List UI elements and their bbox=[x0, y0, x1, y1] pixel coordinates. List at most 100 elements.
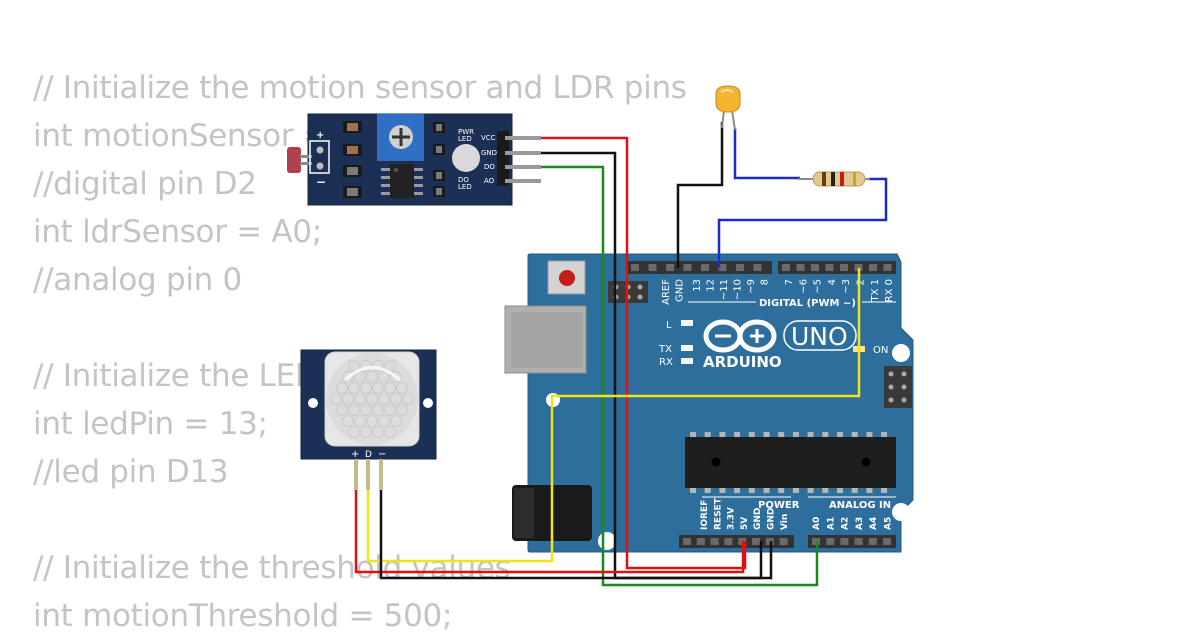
header-socket[interactable] bbox=[779, 538, 788, 545]
pin-label: A1 bbox=[826, 517, 836, 530]
header-socket[interactable] bbox=[883, 538, 891, 545]
pin-do-label: DO bbox=[484, 163, 495, 171]
header-socket[interactable] bbox=[666, 264, 674, 271]
mount-hole bbox=[892, 503, 910, 521]
do-led-label: LED bbox=[458, 183, 472, 191]
svg-text:+: + bbox=[316, 130, 324, 141]
led-rx bbox=[681, 358, 693, 364]
pir-pin-vcc-label: + bbox=[351, 449, 359, 460]
usb-port bbox=[504, 305, 587, 374]
pin-label: 2 bbox=[856, 279, 867, 285]
pin-label: ~5 bbox=[813, 279, 824, 294]
pin-label: 3.3V bbox=[727, 507, 737, 530]
pin-label: 12 bbox=[706, 279, 717, 292]
code-line: int ledPin = 13; bbox=[33, 406, 268, 442]
mount-hole bbox=[598, 532, 616, 550]
wire-pir-vcc-red bbox=[354, 487, 745, 574]
header-socket[interactable] bbox=[718, 264, 727, 271]
header-socket[interactable] bbox=[868, 538, 877, 545]
pin-label: 8 bbox=[760, 279, 771, 285]
header-socket[interactable] bbox=[683, 538, 691, 545]
pin-label: ~3 bbox=[841, 279, 852, 294]
comparator-chip bbox=[390, 164, 414, 198]
icsp-header-right bbox=[884, 366, 912, 408]
pwr-led-label: PWR bbox=[458, 128, 474, 136]
power-header bbox=[679, 535, 794, 548]
digital-header-left bbox=[627, 261, 772, 274]
led-l-label: L bbox=[666, 320, 672, 331]
pin-label: ~6 bbox=[798, 279, 809, 294]
ldr-sensor-module[interactable]: + − PWR LED DO LED bbox=[287, 113, 541, 206]
header-socket[interactable] bbox=[840, 264, 848, 271]
module-led bbox=[452, 144, 480, 172]
code-line: // Initialize the threshold values bbox=[33, 550, 511, 586]
led-tx bbox=[681, 345, 693, 351]
header-socket[interactable] bbox=[782, 264, 790, 271]
pin-label: RX 0 bbox=[884, 279, 895, 302]
power-label: POWER bbox=[758, 500, 800, 511]
mount-hole bbox=[892, 344, 910, 362]
header-socket[interactable] bbox=[710, 538, 719, 545]
header-socket[interactable] bbox=[631, 264, 639, 271]
pin-label: 4 bbox=[827, 279, 838, 285]
pwr-led-label: LED bbox=[458, 135, 472, 143]
pir-motion-sensor[interactable]: + D − bbox=[300, 349, 437, 490]
analog-header bbox=[808, 535, 896, 548]
header-socket[interactable] bbox=[883, 264, 892, 271]
reset-button[interactable] bbox=[547, 260, 586, 295]
header-socket[interactable] bbox=[753, 264, 762, 271]
brand-label: ARDUINO bbox=[703, 353, 782, 371]
pir-pin-gnd-label: − bbox=[378, 449, 386, 460]
pin-label: ~9 bbox=[746, 279, 757, 294]
code-line: int motionThreshold = 500; bbox=[33, 598, 453, 634]
header-socket[interactable] bbox=[724, 538, 733, 545]
header-socket[interactable] bbox=[825, 264, 834, 271]
resistor[interactable] bbox=[798, 171, 870, 187]
wire-pir-data-yellow bbox=[366, 268, 861, 563]
do-led-label: DO bbox=[458, 176, 469, 184]
header-socket[interactable] bbox=[854, 538, 863, 545]
pir-pin-data-label: D bbox=[365, 450, 372, 460]
header-socket[interactable] bbox=[840, 538, 849, 545]
digital-header-label: DIGITAL (PWM ~) bbox=[759, 298, 856, 309]
uno-badge bbox=[783, 320, 857, 351]
wire-led-anode-blue bbox=[733, 128, 800, 180]
header-socket[interactable] bbox=[736, 264, 744, 271]
photoresistor bbox=[287, 147, 301, 173]
pin-vcc-label: VCC bbox=[481, 134, 496, 142]
header-socket[interactable] bbox=[752, 538, 760, 545]
led-rx-label: RX bbox=[659, 357, 673, 368]
wire-ldr-vcc-red bbox=[541, 136, 747, 570]
header-socket[interactable] bbox=[826, 538, 835, 545]
code-line: // Initialize the motion sensor and LDR … bbox=[33, 70, 687, 106]
header-socket[interactable] bbox=[648, 264, 657, 271]
pin-label: IOREF bbox=[700, 500, 710, 530]
header-socket[interactable] bbox=[869, 264, 877, 271]
pin-label: ~10 bbox=[733, 279, 744, 300]
analog-label: ANALOG IN bbox=[829, 500, 891, 511]
potentiometer[interactable] bbox=[377, 114, 424, 161]
pin-label: A2 bbox=[841, 517, 851, 530]
pin-gnd-label: GND bbox=[481, 149, 497, 157]
pin-label: ~11 bbox=[719, 279, 730, 300]
header-socket[interactable] bbox=[683, 264, 692, 271]
pin-label: A3 bbox=[855, 517, 865, 530]
pin-ao-label: AO bbox=[484, 177, 495, 185]
wire-led-cathode-black bbox=[676, 122, 724, 268]
led-orange[interactable] bbox=[715, 85, 741, 131]
header-socket[interactable] bbox=[796, 264, 805, 271]
wire-pir-gnd-black bbox=[379, 487, 773, 580]
header-socket[interactable] bbox=[854, 264, 863, 271]
svg-text:−: − bbox=[316, 175, 326, 189]
pin-label: AREF bbox=[661, 279, 672, 305]
header-socket[interactable] bbox=[811, 264, 819, 271]
atmega-chip bbox=[685, 432, 896, 493]
header-socket[interactable] bbox=[701, 264, 709, 271]
wires bbox=[354, 122, 888, 587]
header-socket[interactable] bbox=[696, 538, 705, 545]
code-line: //analog pin 0 bbox=[33, 262, 242, 298]
